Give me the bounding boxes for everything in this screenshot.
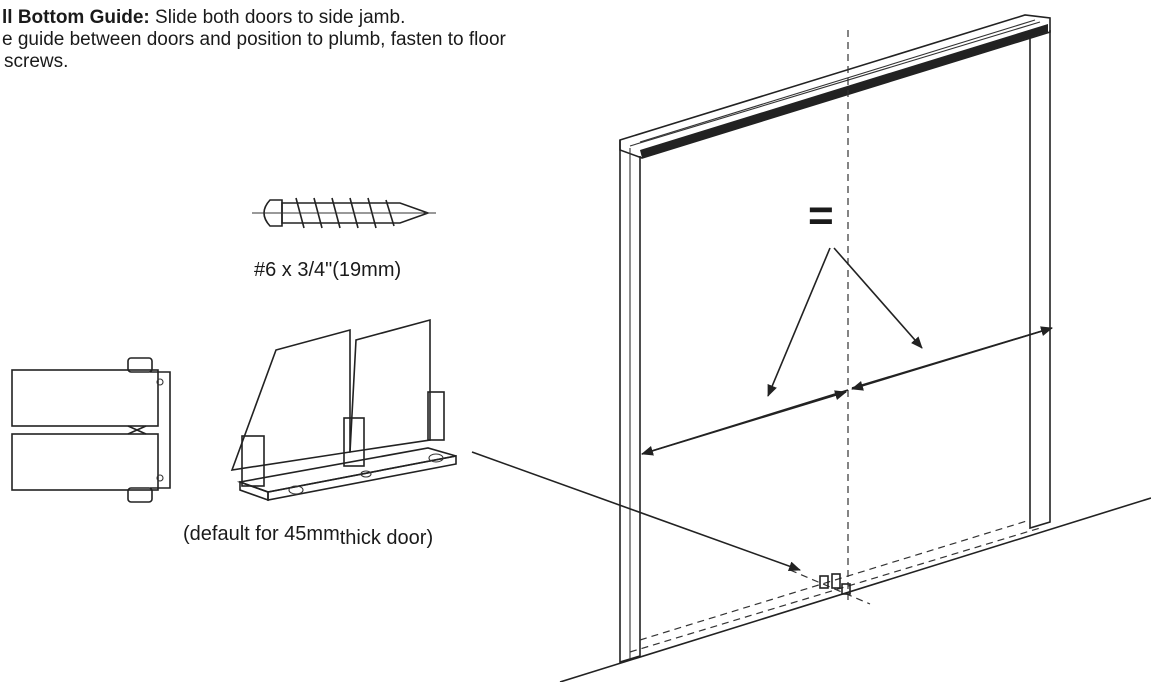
step-title: ll Bottom Guide:: [2, 7, 150, 28]
dimension-arrows: [641, 247, 1053, 456]
instruction-text: ll Bottom Guide: Slide both doors to sid…: [0, 0, 720, 73]
bottom-guide-icon: [230, 318, 457, 502]
screw-icon: [252, 197, 436, 229]
instruction-line-3: screws.: [4, 51, 69, 72]
instruction-line-1: ll Bottom Guide: Slide both doors to sid…: [2, 7, 720, 29]
instruction-line-2: e guide between doors and position to pl…: [2, 29, 506, 50]
door-topview-icon: [11, 357, 171, 503]
door-frame-icon: [559, 14, 1151, 682]
installed-guide-icon: [819, 573, 851, 595]
equal-sign-label: =: [808, 191, 834, 240]
guide-note-a: (default for 45mm: [183, 523, 340, 545]
guide-note-b: thick door): [339, 527, 434, 549]
guide-note-label: (default for 45mmthick door): [183, 523, 434, 549]
screw-spec-label: #6 x 3/4"(19mm): [254, 259, 402, 281]
step-text-1: Slide both doors to side jamb.: [149, 7, 406, 28]
placement-arrow: [471, 451, 801, 571]
